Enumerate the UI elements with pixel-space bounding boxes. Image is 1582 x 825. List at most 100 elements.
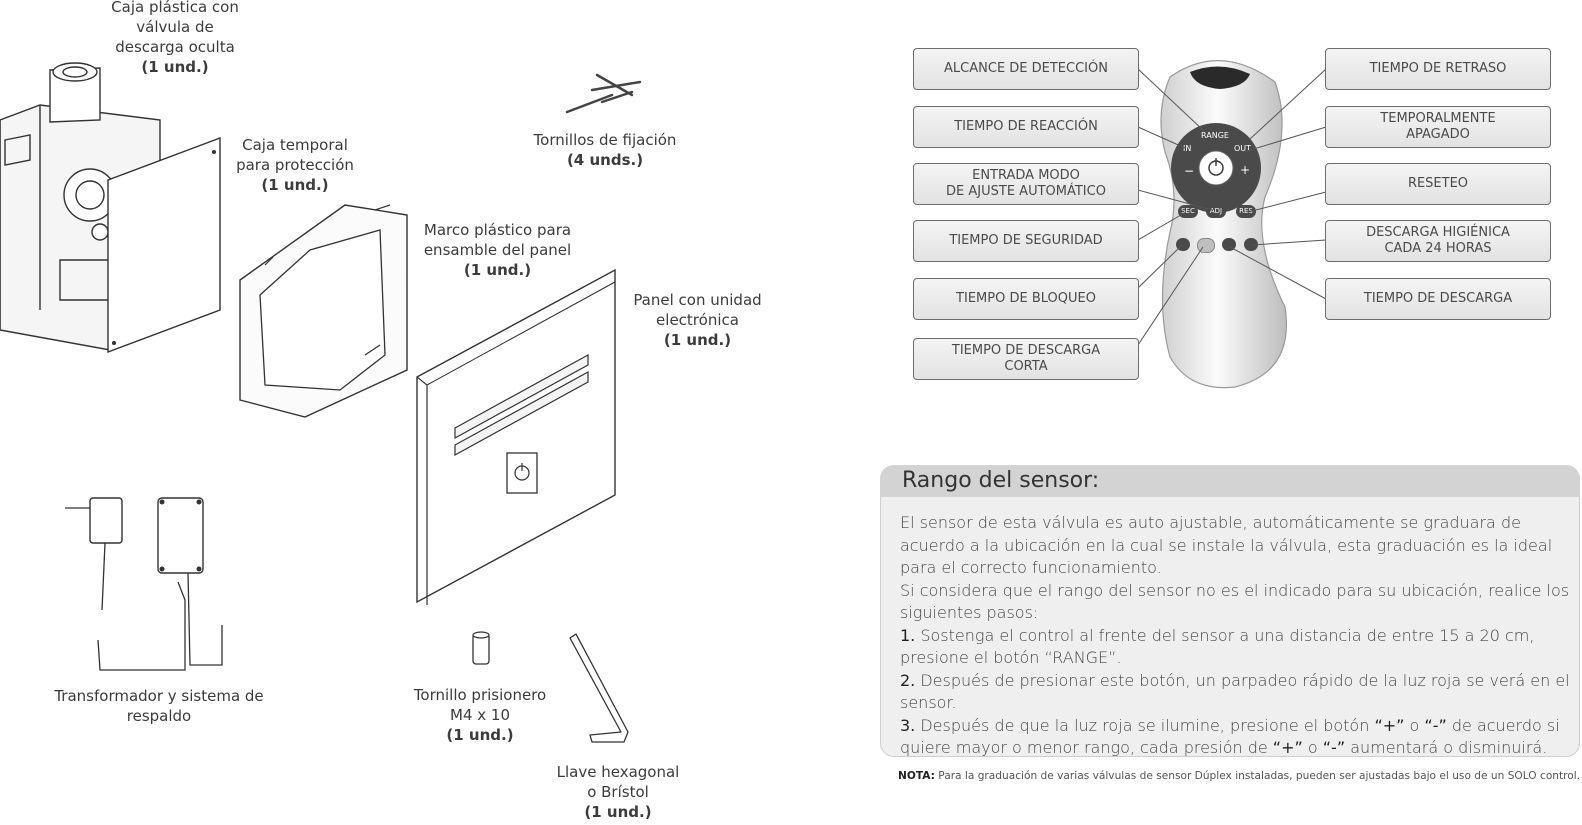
remote-sec-button[interactable]: SEC bbox=[1178, 205, 1198, 218]
transformer-illustration bbox=[65, 497, 223, 671]
sensor-paragraph-1: El sensor de esta válvula es auto ajusta… bbox=[900, 513, 1553, 577]
step-text: de acuerdo si quiere mayor o menor rango… bbox=[900, 715, 1560, 758]
label-text: TIEMPO DE RETRASO bbox=[1369, 61, 1507, 76]
caption-qty: (1 und.) bbox=[261, 176, 329, 194]
caption-line: electrónica bbox=[656, 311, 739, 329]
caption-line: Caja plástica con bbox=[111, 0, 239, 16]
step-text: aumentará o disminuirá. bbox=[1345, 738, 1548, 757]
sensor-range-header bbox=[880, 465, 1580, 497]
caption-qty: (1 und.) bbox=[584, 803, 652, 821]
remote-minus-button[interactable]: − bbox=[1184, 164, 1195, 178]
caption-llave: Llave hexagonal o Brístol (1 und.) bbox=[548, 762, 688, 822]
caption-line: válvula de bbox=[136, 18, 214, 36]
label-text: TIEMPO DE SEGURIDAD bbox=[949, 233, 1103, 248]
step-text: o bbox=[1302, 738, 1323, 757]
caption-line: Tornillo prisionero bbox=[413, 686, 547, 704]
set-screw-illustration bbox=[472, 631, 490, 665]
caption-transformador: Transformador y sistema de respaldo bbox=[50, 686, 268, 726]
caption-line: Panel con unidad bbox=[633, 291, 762, 309]
step-symbol: “-” bbox=[1322, 738, 1346, 757]
step-symbol: “+” bbox=[1272, 738, 1303, 757]
sensor-step-2: 2. Después de presionar este botón, un p… bbox=[900, 670, 1576, 715]
caption-line: o Brístol bbox=[587, 783, 649, 801]
step-text: Después de presionar este botón, un parp… bbox=[900, 670, 1570, 713]
frame-illustration bbox=[239, 204, 408, 418]
label-alcance-deteccion: ALCANCE DE DETECCIÓN bbox=[913, 48, 1139, 90]
label-text: ENTRADA MODO bbox=[972, 168, 1080, 183]
step-symbol: “-” bbox=[1424, 715, 1447, 735]
caption-qty: (1 und.) bbox=[463, 261, 532, 279]
label-text: CORTA bbox=[1004, 359, 1048, 374]
sensor-range-text: El sensor de esta válvula es auto ajusta… bbox=[900, 512, 1576, 760]
remote-in-button[interactable]: IN bbox=[1183, 144, 1192, 153]
caption-qty: (1 und.) bbox=[141, 58, 209, 76]
remote-out-button[interactable]: OUT bbox=[1234, 144, 1252, 153]
remote-adj-button[interactable]: ADJ bbox=[1206, 205, 1226, 218]
screws-illustration bbox=[565, 73, 642, 114]
caption-line: Tornillos de fijación bbox=[533, 131, 677, 149]
label-text: CADA 24 HORAS bbox=[1384, 241, 1492, 256]
label-text: ALCANCE DE DETECCIÓN bbox=[944, 61, 1108, 76]
label-text: TIEMPO DE REACCIÓN bbox=[954, 119, 1098, 134]
footnote-label: NOTA: bbox=[898, 770, 935, 782]
caption-line: para protección bbox=[236, 156, 354, 174]
sensor-step-3: 3. Después de que la luz roja se ilumine… bbox=[900, 715, 1576, 760]
label-text: TIEMPO DE DESCARGA bbox=[951, 343, 1101, 358]
caption-line: Transformador y sistema de bbox=[54, 687, 264, 705]
sensor-range-title: Rango del sensor: bbox=[902, 468, 1100, 493]
remote-res-button[interactable]: RES bbox=[1236, 205, 1256, 218]
label-entrada-modo-ajuste: ENTRADA MODO DE AJUSTE AUTOMÁTICO bbox=[913, 163, 1139, 205]
caption-line: respaldo bbox=[126, 707, 192, 725]
caption-qty: (4 unds.) bbox=[566, 151, 644, 169]
sensor-range-panel bbox=[880, 465, 1580, 757]
caption-caja-plastica: Caja plástica con válvula de descarga oc… bbox=[95, 0, 255, 77]
label-descarga-higienica: DESCARGA HIGIÉNICA CADA 24 HORAS bbox=[1325, 220, 1551, 262]
label-tiempo-reaccion: TIEMPO DE REACCIÓN bbox=[913, 106, 1139, 148]
remote-plus-button[interactable]: + bbox=[1240, 163, 1251, 177]
label-tiempo-seguridad: TIEMPO DE SEGURIDAD bbox=[913, 220, 1139, 262]
remote-flush-button[interactable] bbox=[1222, 238, 1236, 251]
caption-tornillos: Tornillos de fijación (4 unds.) bbox=[520, 130, 690, 170]
caption-panel: Panel con unidad electrónica (1 und.) bbox=[625, 290, 770, 350]
step-text: Después de que la luz roja se ilumine, p… bbox=[915, 715, 1375, 735]
remote-range-button[interactable]: RANGE bbox=[1201, 131, 1229, 140]
label-text: TIEMPO DE DESCARGA bbox=[1363, 291, 1513, 306]
step-text: o bbox=[1404, 715, 1425, 735]
label-temporalmente-apagado: TEMPORALMENTE APAGADO bbox=[1325, 106, 1551, 148]
caption-line: ensamble del panel bbox=[423, 241, 572, 259]
step-text: Sostenga el control al frente del sensor… bbox=[900, 625, 1535, 668]
step-number: 2. bbox=[900, 670, 916, 690]
step-number: 1. bbox=[900, 625, 916, 645]
caption-line: M4 x 10 bbox=[450, 706, 510, 724]
remote-hygiene-button[interactable] bbox=[1244, 238, 1258, 251]
caption-line: Marco plástico para bbox=[423, 221, 572, 239]
caption-tornillo-prisionero: Tornillo prisionero M4 x 10 (1 und.) bbox=[405, 685, 555, 745]
label-tiempo-retraso: TIEMPO DE RETRASO bbox=[1325, 48, 1551, 90]
label-text: DE AJUSTE AUTOMÁTICO bbox=[946, 184, 1106, 199]
caption-line: Caja temporal bbox=[242, 136, 348, 154]
caption-qty: (1 und.) bbox=[446, 726, 514, 744]
step-number: 3. bbox=[900, 715, 916, 735]
valve-box-illustration bbox=[0, 62, 221, 354]
step-symbol: “+” bbox=[1374, 715, 1405, 735]
label-text: TEMPORALMENTE bbox=[1380, 111, 1496, 126]
label-tiempo-descarga-corta: TIEMPO DE DESCARGA CORTA bbox=[913, 338, 1139, 380]
label-text: DESCARGA HIGIÉNICA bbox=[1366, 225, 1510, 240]
sensor-paragraph-2: Si considera que el rango del sensor no … bbox=[900, 580, 1570, 623]
remote-illustration bbox=[1160, 60, 1287, 389]
label-text: APAGADO bbox=[1406, 127, 1470, 142]
caption-qty: (1 und.) bbox=[663, 331, 732, 349]
label-tiempo-bloqueo: TIEMPO DE BLOQUEO bbox=[913, 278, 1139, 320]
label-text: TIEMPO DE BLOQUEO bbox=[956, 291, 1096, 306]
caption-caja-temporal: Caja temporal para protección (1 und.) bbox=[220, 135, 370, 195]
panel-illustration bbox=[416, 268, 616, 605]
footnote-text: Para la graduación de varias válvulas de… bbox=[934, 770, 1581, 782]
label-tiempo-descarga: TIEMPO DE DESCARGA bbox=[1325, 278, 1551, 320]
label-reseteo: RESETEO bbox=[1325, 163, 1551, 205]
caption-line: Llave hexagonal bbox=[556, 763, 680, 781]
footnote: NOTA: Para la graduación de varias válvu… bbox=[898, 770, 1582, 782]
caption-marco: Marco plástico para ensamble del panel (… bbox=[410, 220, 585, 280]
label-text: RESETEO bbox=[1407, 176, 1469, 191]
caption-line: descarga oculta bbox=[115, 38, 235, 56]
